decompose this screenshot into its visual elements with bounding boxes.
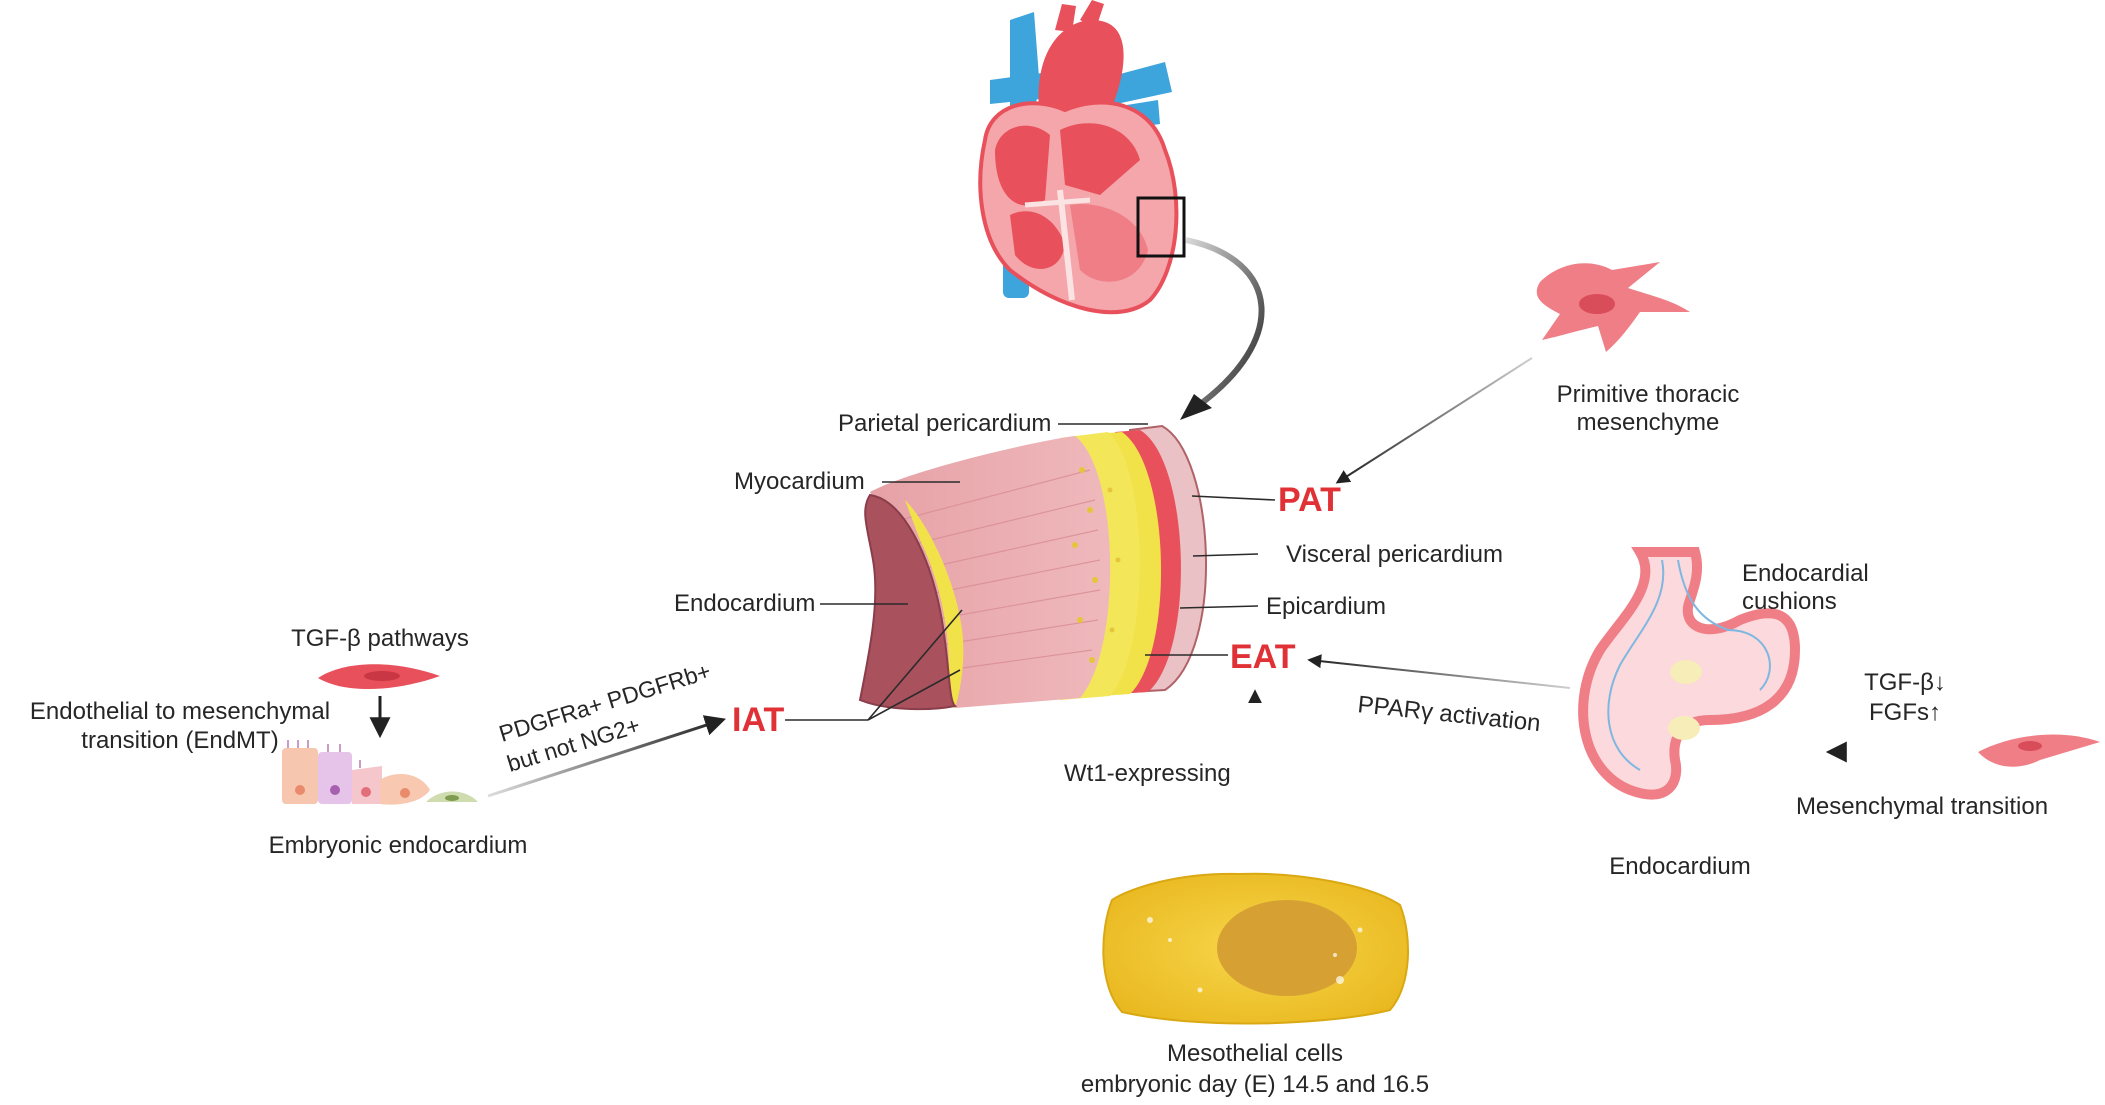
heart-anatomy-icon	[978, 0, 1186, 315]
label-pat: PAT	[1278, 481, 1341, 519]
label-endocardial-cushions-1: Endocardial	[1742, 560, 1869, 587]
zoom-arrow	[1185, 237, 1265, 411]
label-endmt-1: Endothelial to mesenchymal	[30, 698, 330, 725]
label-myocardium: Myocardium	[734, 468, 865, 495]
label-ppar: PPARγ activation	[1356, 691, 1541, 737]
arrow-iat	[487, 715, 726, 798]
label-tgf-down: TGF-β↓	[1864, 669, 1946, 696]
label-tgf-pathways: TGF-β pathways	[291, 625, 469, 652]
label-wt1: Wt1-expressing	[1064, 760, 1231, 787]
mesenchymal-cell-icon-right	[1978, 734, 2100, 767]
label-fgf-up: FGFs↑	[1869, 699, 1941, 726]
label-epicardium: Epicardium	[1266, 593, 1386, 620]
label-iat: IAT	[732, 701, 784, 739]
label-visceral-pericardium: Visceral pericardium	[1286, 541, 1503, 568]
leader-visceral	[1192, 553, 1259, 557]
label-endocardium: Endocardium	[674, 590, 815, 617]
endocardial-cushion-icon	[1578, 547, 1801, 800]
label-pat-source-1: Primitive thoracic	[1557, 381, 1740, 408]
cardiac-wall-section-icon	[858, 424, 1208, 711]
embryonic-endocardium-cells-icon	[282, 740, 478, 805]
label-embryonic-endocardium: Embryonic endocardium	[269, 832, 528, 859]
endothelial-cell-icon	[318, 664, 440, 690]
zoom-box	[1136, 196, 1186, 258]
leader-epicardium	[1179, 605, 1259, 609]
label-cushion-endocardium: Endocardium	[1609, 853, 1750, 880]
label-mesothelial-2: embryonic day (E) 14.5 and 16.5	[1081, 1071, 1429, 1098]
mesenchymal-cell-icon	[1536, 262, 1690, 352]
leader-iat-upper	[867, 609, 963, 721]
mesothelial-cell-icon	[1102, 872, 1409, 1025]
label-pat-source-2: mesenchyme	[1577, 409, 1720, 436]
label-mesothelial-1: Mesothelial cells	[1167, 1040, 1343, 1067]
label-eat: EAT	[1230, 638, 1296, 676]
label-mesenchymal-transition: Mesenchymal transition	[1796, 793, 2048, 820]
leader-iat-lower	[867, 669, 961, 721]
arrow-ppar	[1307, 654, 1571, 689]
label-endmt-2: transition (EndMT)	[81, 727, 278, 754]
arrow-pat	[1335, 357, 1533, 484]
label-endocardial-cushions-2: cushions	[1742, 588, 1837, 615]
leader-pat	[1191, 495, 1276, 501]
label-parietal-pericardium: Parietal pericardium	[838, 410, 1051, 437]
